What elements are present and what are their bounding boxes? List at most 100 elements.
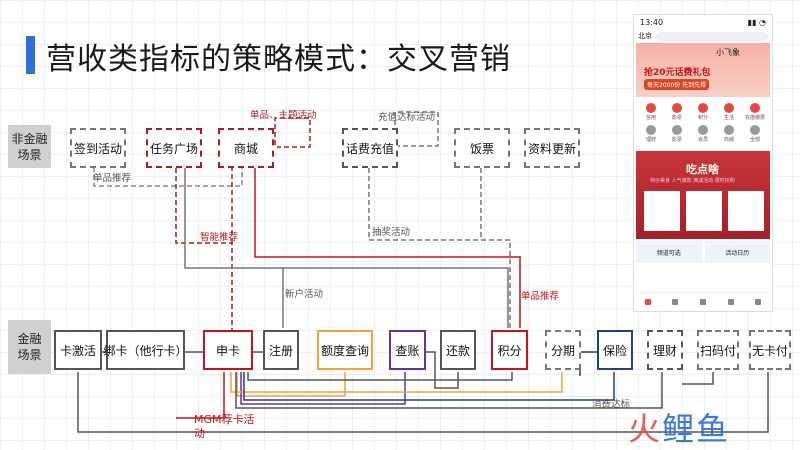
node-phone-recharge-label: 话费充值 xyxy=(345,141,394,156)
node-bill-check-label: 查账 xyxy=(395,343,420,358)
watermark-part2: 鲤鱼 xyxy=(662,410,731,448)
profile-tab-icon xyxy=(755,299,762,305)
node-bind-card[interactable]: 绑卡（他行卡） xyxy=(103,330,188,370)
watermark-part1: 火 xyxy=(628,410,663,448)
phone-icon-label: 理财 xyxy=(645,137,656,143)
label-single-hot: 单品、主题活动 xyxy=(250,110,317,121)
line-repay-apply xyxy=(426,351,459,389)
node-task-square-label: 任务广场 xyxy=(149,141,198,156)
phone-banner-sub: 每天2000份 先到先得 xyxy=(644,79,710,90)
line-bill-apply xyxy=(240,372,406,405)
phone-icon-label: 生活 xyxy=(723,115,734,121)
line-scanpay xyxy=(682,372,714,385)
line-lottery xyxy=(368,168,511,328)
node-insurance-label: 保险 xyxy=(602,343,627,358)
node-cardless-pay-label: 无卡付 xyxy=(751,343,788,358)
node-points[interactable]: 积分 xyxy=(491,330,528,370)
line-recharge-reward xyxy=(394,111,439,147)
phone-icon-item: 积分 xyxy=(690,103,716,121)
phone-mockup: 13:40 ▮▮ ◔ 北京 小飞象 抢20元话费礼包 每天2000份 先到先得 … xyxy=(633,14,773,312)
phone-icon-item: 影票 xyxy=(664,103,690,121)
line-points-apply xyxy=(247,372,513,381)
phone-icon-item: 影票 xyxy=(664,125,690,143)
node-repay[interactable]: 还款 xyxy=(440,330,476,370)
node-wealth-label: 理财 xyxy=(652,343,677,358)
node-mall[interactable]: 商城 xyxy=(218,128,274,168)
node-phone-recharge[interactable]: 话费充值 xyxy=(342,128,398,168)
label-single-recommend-right: 单品推荐 xyxy=(521,291,560,302)
line-single-recommend-right xyxy=(254,168,521,328)
node-movie-ticket[interactable]: 饭票 xyxy=(454,128,510,168)
node-quota-query[interactable]: 额度查询 xyxy=(317,330,373,370)
phone-time: 13:40 xyxy=(640,17,664,27)
side-label-non-finance-text: 非金融 场景 xyxy=(11,131,48,162)
line-sign-in-recommend xyxy=(93,167,243,187)
phone-app-icon xyxy=(724,103,734,113)
phone-app-icon xyxy=(698,125,708,135)
phone-card-row: 频道可选 活动日历 xyxy=(634,241,772,263)
node-activate[interactable]: 卡激活 xyxy=(54,330,102,370)
phone-app-icon xyxy=(750,103,760,113)
phone-search-bar: 北京 xyxy=(634,29,772,43)
tab-icon xyxy=(672,299,679,305)
side-label-finance: 金融 场景 xyxy=(8,320,51,374)
node-repay-label: 还款 xyxy=(445,343,470,358)
label-new-user: 新户活动 xyxy=(285,289,324,300)
node-points-label: 积分 xyxy=(497,343,522,358)
title-accent-bar xyxy=(26,36,35,74)
node-register[interactable]: 注册 xyxy=(263,330,299,370)
tab-icon xyxy=(699,299,706,305)
phone-icon-item: 商城 xyxy=(716,125,742,143)
phone-signal-icon: ▮▮ ◔ xyxy=(747,17,766,27)
label-single-recommend-top: 单品推荐 xyxy=(93,173,132,184)
phone-app-icon xyxy=(672,125,682,135)
phone-app-icon xyxy=(698,103,708,113)
phone-icon-item: 充值缴费 xyxy=(742,103,768,121)
node-profile-update-label: 资料更新 xyxy=(527,141,576,156)
node-apply-card[interactable]: 申卡 xyxy=(203,330,253,370)
label-consume-reward: 消费达标 xyxy=(592,399,631,410)
phone-food-sub: 特价美食 人气爆款 满减活动 限时抢购 xyxy=(650,178,735,184)
watermark-logo: 火鲤鱼 xyxy=(628,404,730,450)
phone-icon-label: 会员 xyxy=(697,137,708,143)
phone-icon-label: 商城 xyxy=(723,137,734,143)
node-wealth[interactable]: 理财 xyxy=(647,330,683,370)
node-installment[interactable]: 分期 xyxy=(545,330,581,370)
line-wealth-consume xyxy=(235,372,663,409)
node-quota-query-label: 额度查询 xyxy=(320,343,369,358)
line-new-user xyxy=(184,168,284,328)
phone-app-icon xyxy=(646,103,656,113)
node-bind-card-label: 绑卡（他行卡） xyxy=(103,343,188,358)
node-sign-in[interactable]: 签到活动 xyxy=(70,128,126,168)
node-task-square[interactable]: 任务广场 xyxy=(146,128,202,168)
page-title: 营收类指标的策略模式：交叉营销 xyxy=(46,42,511,77)
phone-city: 北京 xyxy=(638,32,652,40)
node-scan-pay[interactable]: 扫码付 xyxy=(697,330,739,370)
phone-icon-grid: 信用 影票 积分 生活 充值缴费 理财 影票 会员 商城 全部 xyxy=(634,97,772,149)
node-bill-check[interactable]: 查账 xyxy=(389,330,426,370)
phone-icon-label: 影票 xyxy=(671,115,682,121)
side-label-non-finance: 非金融 场景 xyxy=(8,125,51,168)
node-insurance[interactable]: 保险 xyxy=(597,330,633,370)
phone-app-icon xyxy=(750,125,760,135)
node-profile-update[interactable]: 资料更新 xyxy=(524,128,580,168)
line-new-user-right xyxy=(283,267,509,328)
phone-icon-label: 充值缴费 xyxy=(744,115,765,121)
phone-icon-item: 生活 xyxy=(716,103,742,121)
phone-icon-label: 积分 xyxy=(697,115,708,121)
side-label-finance-text: 金融 场景 xyxy=(17,332,42,362)
phone-food-card xyxy=(644,191,680,231)
phone-food-card xyxy=(686,191,722,231)
node-cardless-pay[interactable]: 无卡付 xyxy=(749,330,791,370)
node-scan-pay-label: 扫码付 xyxy=(699,343,736,358)
phone-food-panel: 吃点啥 特价美食 人气爆款 满减活动 限时抢购 xyxy=(636,151,770,239)
line-quota-apply xyxy=(236,372,346,397)
phone-tab-bar xyxy=(634,292,772,311)
tab-icon xyxy=(727,299,734,305)
label-mgm: MGM荐卡活动 xyxy=(194,413,255,440)
phone-app-icon xyxy=(646,125,656,135)
phone-card: 活动日历 xyxy=(704,241,770,263)
phone-app-icon xyxy=(724,125,734,135)
phone-food-card xyxy=(728,191,764,231)
